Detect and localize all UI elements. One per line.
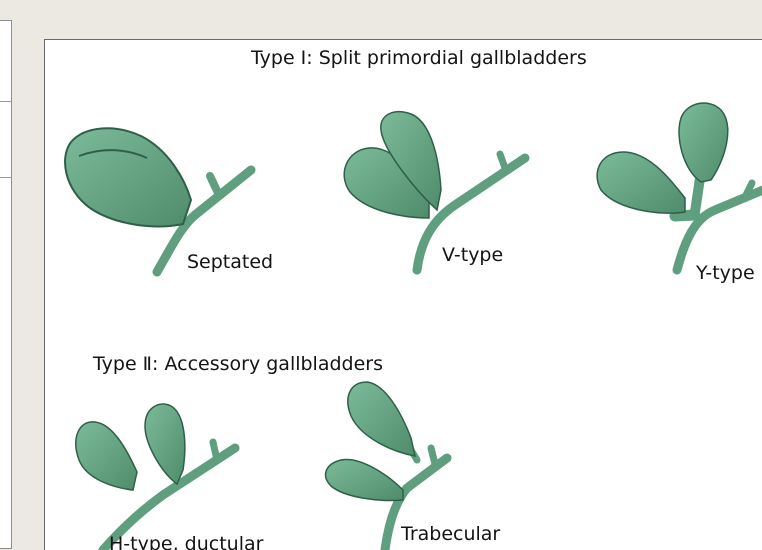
figure-illustration [45,40,762,550]
y-type-label: Y-type [696,264,755,283]
h-type-gallbladder-drawing [76,404,235,550]
gallbladder-anomaly-figure: Type Ⅰ: Split primordial gallbladders Se… [44,39,762,550]
type-2-title: Type Ⅱ: Accessory gallbladders [93,355,383,374]
y-type-gallbladder-drawing [597,103,762,270]
panel-divider [0,177,12,178]
septated-label: Septated [187,253,273,272]
type-1-title: Type Ⅰ: Split primordial gallbladders [251,49,587,68]
v-type-label: V-type [442,246,503,265]
panel-divider [0,101,12,102]
trabecular-label: Trabecular [401,525,500,544]
left-side-panel [0,20,12,549]
h-type-label: H-type, ductular [109,535,263,550]
